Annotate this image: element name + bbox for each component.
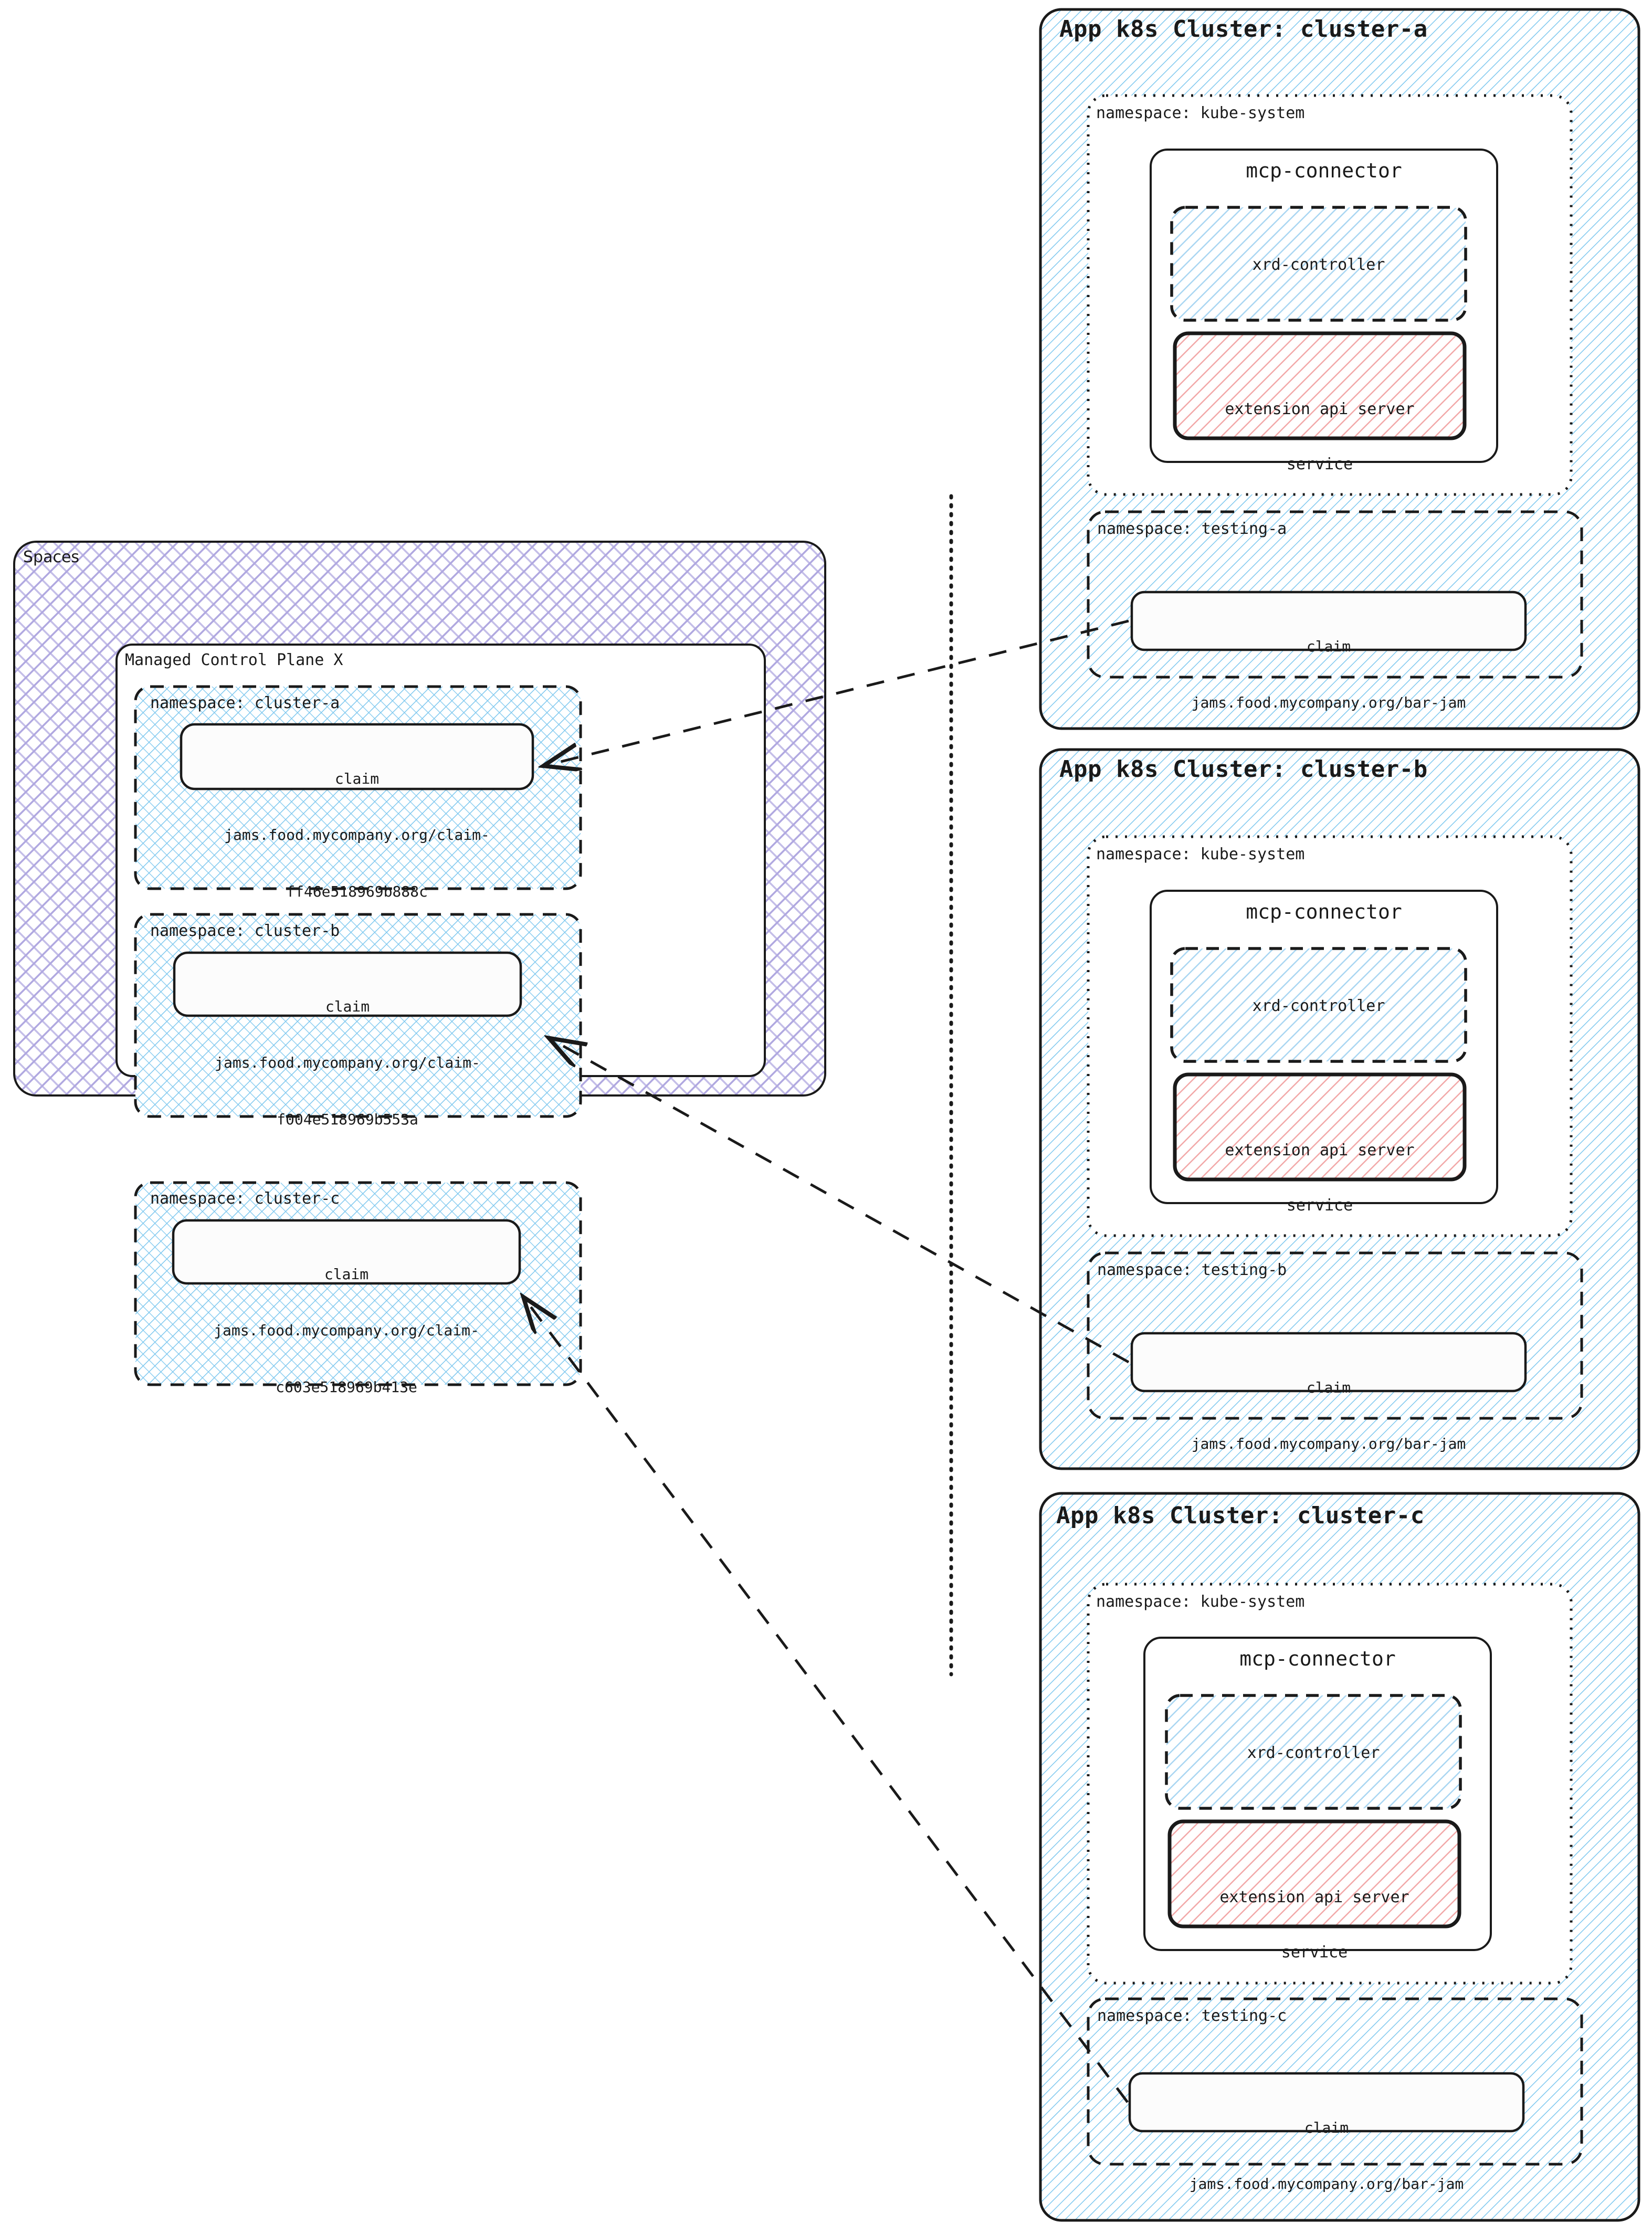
claim-kind: claim <box>1306 637 1351 655</box>
claim-ref: jams.food.mycompany.org/claim- <box>214 1322 479 1340</box>
mcp-connector-title-a: mcp-connector <box>1246 159 1402 182</box>
namespace-label-cluster-a: namespace: cluster-a <box>150 694 340 712</box>
app-cluster-c <box>1039 1492 1640 2222</box>
claim-kind: claim <box>324 1265 369 1283</box>
arrow-cluster-b <box>551 1039 1130 1364</box>
mcp-claim-box-a <box>180 723 534 791</box>
claim-ref: jams.food.mycompany.org/claim- <box>224 826 490 844</box>
mcp-claim-box-b <box>173 951 522 1017</box>
mcp-claim-box-c <box>172 1219 521 1285</box>
api-line-1: extension api server <box>1219 1888 1409 1906</box>
api-line-1: extension api server <box>1225 1141 1415 1160</box>
mcp-claim-c: claim jams.food.mycompany.org/claim- c60… <box>173 1227 520 1434</box>
api-line-2: service <box>1281 1943 1348 1962</box>
mcp-claim-b: claim jams.food.mycompany.org/claim- f00… <box>174 960 521 1166</box>
mcp-connector-title-c: mcp-connector <box>1239 1647 1396 1670</box>
api-line-1: extension api server <box>1225 400 1415 418</box>
testing-claim-a: claim jams.food.mycompany.org/bar-jam <box>1132 599 1525 750</box>
extension-api-server-label-a: extension api server service <box>1175 363 1465 510</box>
claim-id: c603e518969b413e <box>276 1378 417 1396</box>
claim-ref: jams.food.mycompany.org/bar-jam <box>1191 1435 1466 1453</box>
xrd-controller-label-c: xrd-controller <box>1247 1744 1380 1762</box>
spaces-title: Spaces <box>23 548 80 566</box>
testing-namespace-label-c: namespace: testing-c <box>1097 2007 1287 2025</box>
kube-system-label-c: namespace: kube-system <box>1096 1593 1305 1611</box>
claim-id: ff46e518969b888c <box>286 882 428 900</box>
app-cluster-title-c: App k8s Cluster: cluster-c <box>1056 1502 1425 1529</box>
claim-ref: jams.food.mycompany.org/claim- <box>215 1054 480 1072</box>
mcp-connector-title-b: mcp-connector <box>1246 900 1402 923</box>
extension-api-server-label-b: extension api server service <box>1175 1104 1465 1251</box>
testing-claim-b: claim jams.food.mycompany.org/bar-jam <box>1132 1341 1525 1491</box>
api-line-2: service <box>1286 455 1353 473</box>
claim-kind: claim <box>325 997 370 1015</box>
kube-system-label-a: namespace: kube-system <box>1096 104 1305 122</box>
app-cluster-a <box>1039 8 1640 730</box>
claim-kind: claim <box>334 770 380 787</box>
arrow-cluster-c <box>525 1299 1129 2103</box>
xrd-controller-label-b: xrd-controller <box>1252 997 1385 1015</box>
app-cluster-b <box>1039 748 1640 1470</box>
xrd-controller-label-a: xrd-controller <box>1252 256 1385 274</box>
claim-ref: jams.food.mycompany.org/bar-jam <box>1191 694 1466 712</box>
extension-api-server-label-c: extension api server service <box>1170 1851 1459 1998</box>
arrow-cluster-a <box>546 619 1129 765</box>
app-cluster-title-b: App k8s Cluster: cluster-b <box>1059 756 1428 783</box>
api-line-2: service <box>1286 1196 1353 1215</box>
kube-system-label-b: namespace: kube-system <box>1096 845 1305 863</box>
namespace-label-cluster-b: namespace: cluster-b <box>150 922 340 940</box>
testing-claim-c: claim jams.food.mycompany.org/bar-jam <box>1130 2081 1523 2231</box>
mcp-claim-a: claim jams.food.mycompany.org/claim- ff4… <box>181 732 533 939</box>
claim-kind: claim <box>1304 2119 1349 2136</box>
claim-id: f004e518969b553a <box>277 1110 418 1128</box>
app-cluster-title-a: App k8s Cluster: cluster-a <box>1059 16 1428 43</box>
claim-kind: claim <box>1306 1378 1351 1396</box>
managed-control-plane-title: Managed Control Plane X <box>125 651 343 669</box>
connector-arrows <box>525 619 1130 2103</box>
claim-ref: jams.food.mycompany.org/bar-jam <box>1189 2175 1464 2193</box>
namespace-label-cluster-c: namespace: cluster-c <box>150 1189 340 1208</box>
testing-namespace-label-a: namespace: testing-a <box>1097 520 1287 538</box>
testing-namespace-label-b: namespace: testing-b <box>1097 1261 1287 1279</box>
